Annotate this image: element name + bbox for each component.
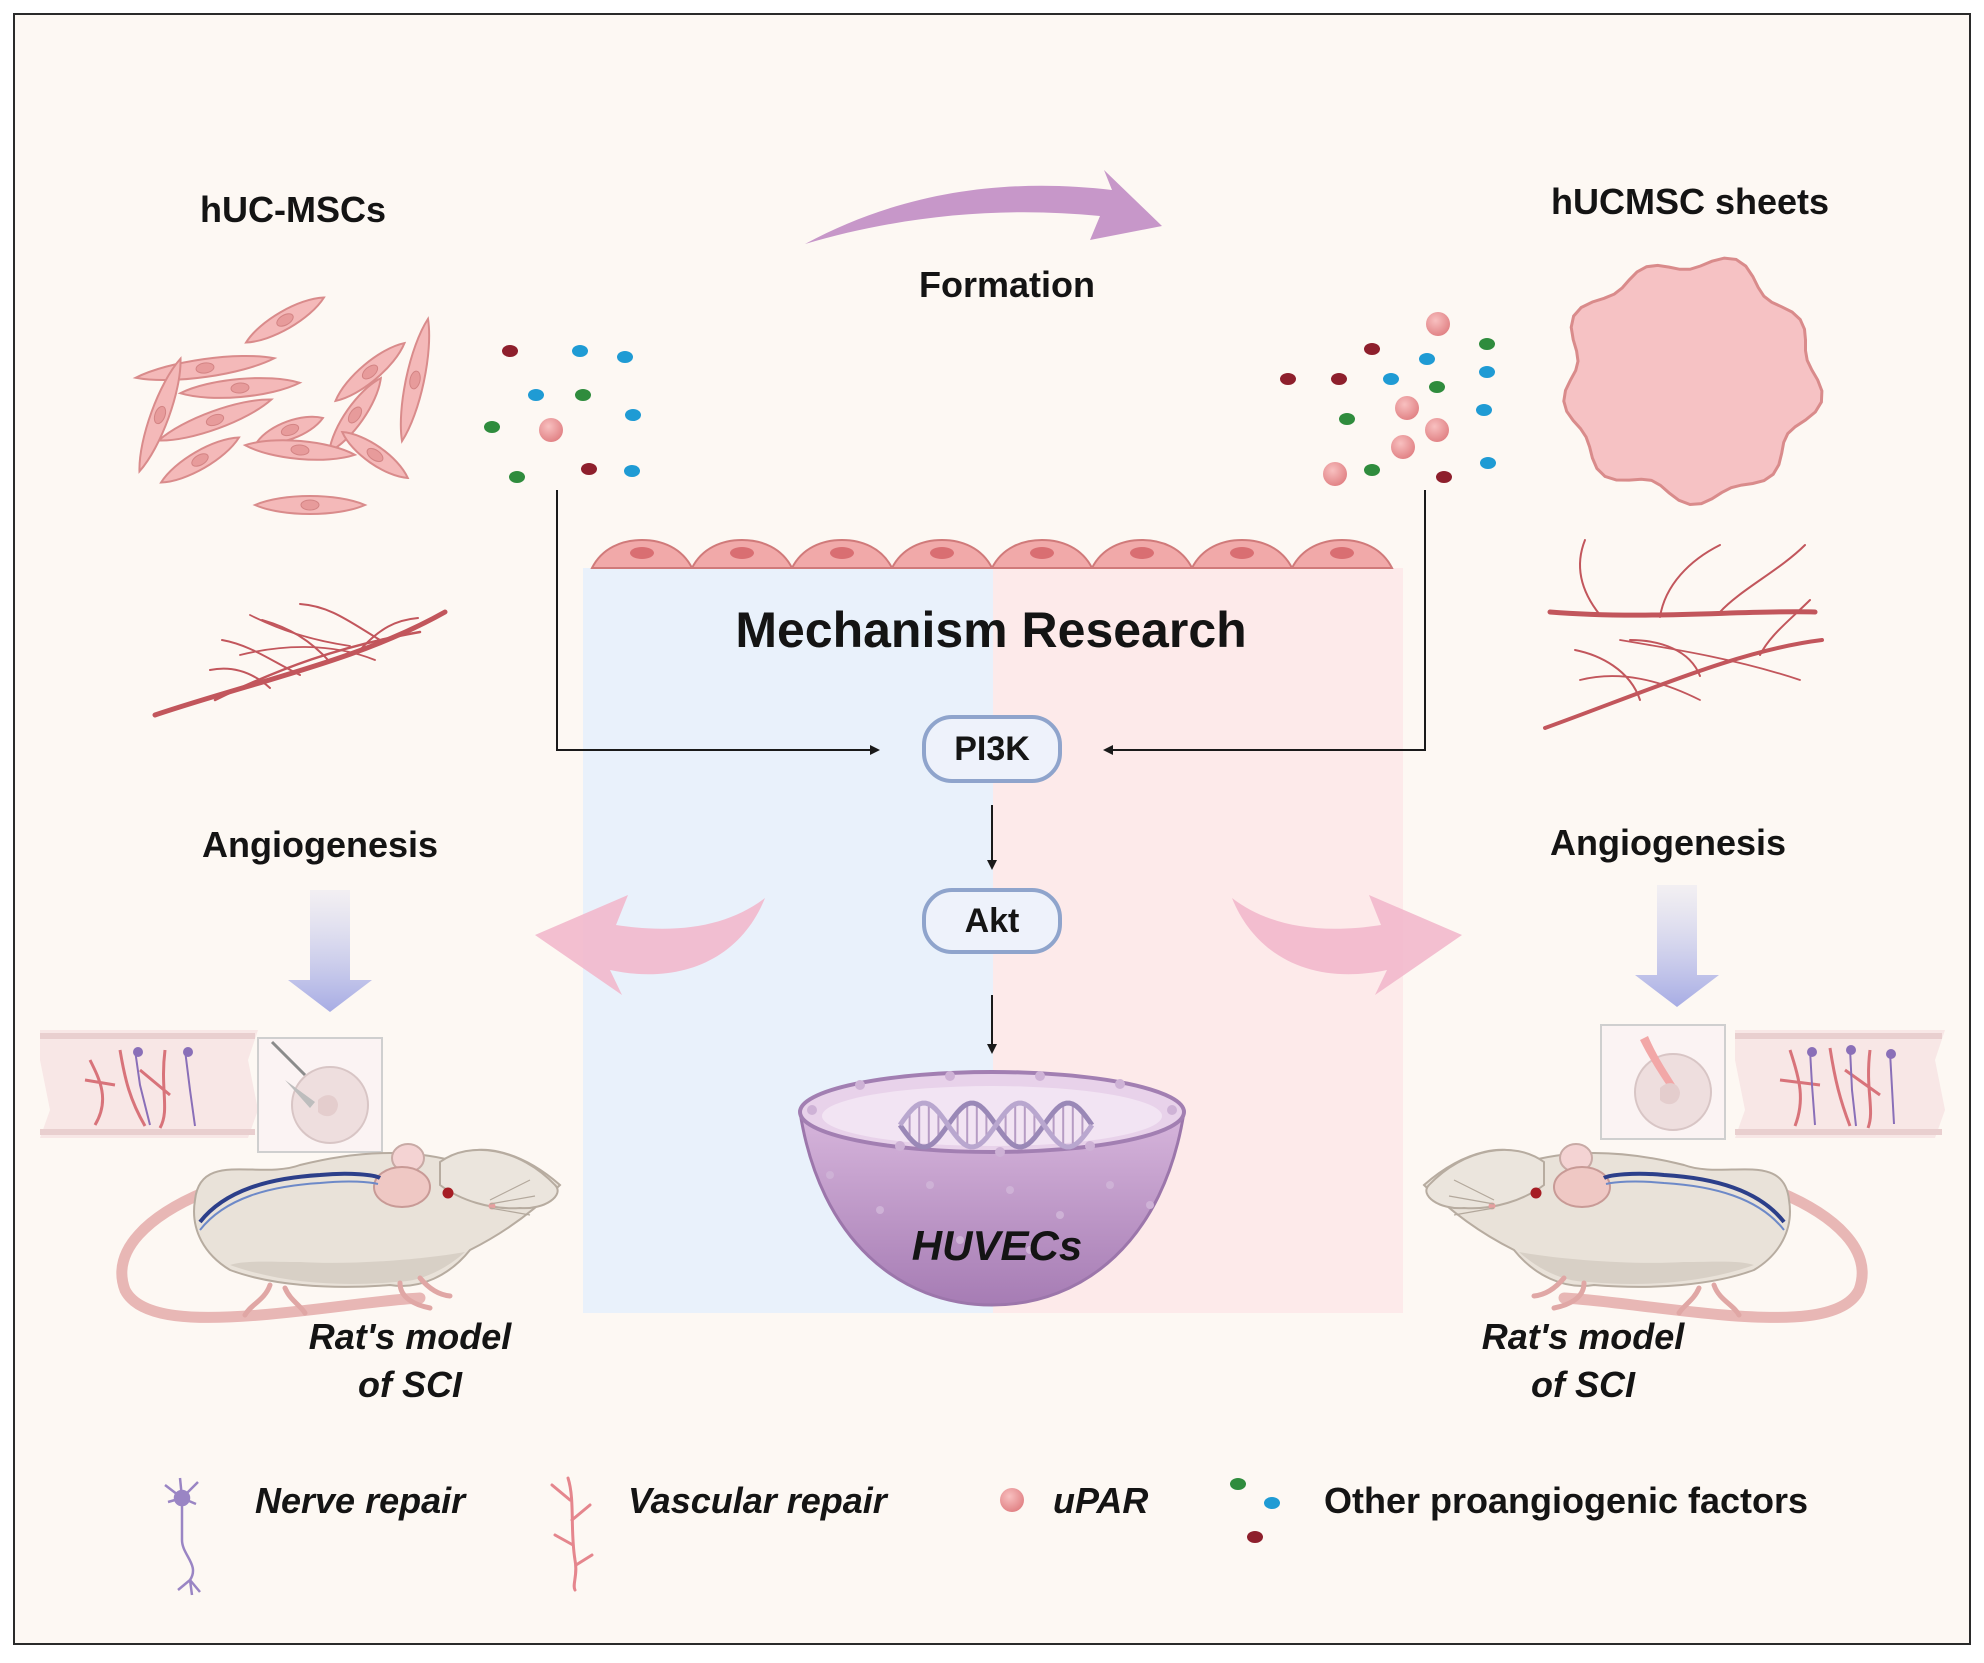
factor-particle (1476, 404, 1492, 416)
spinal-cord-inset-right (1600, 1024, 1726, 1140)
connector-left (556, 490, 880, 755)
msc-cell (255, 415, 325, 445)
endothelial-cell-row (590, 538, 1394, 569)
upar-particle (1426, 312, 1450, 336)
factor-particle (1436, 471, 1452, 483)
factor-particle (572, 345, 588, 357)
down-arrow-right (1635, 885, 1719, 1007)
secreted-factors-left (484, 345, 641, 483)
label-angiogenesis-left: Angiogenesis (201, 824, 439, 865)
label-huc-mscs: hUC-MSCs (200, 189, 386, 230)
factor-particle (1480, 457, 1496, 469)
msc-cell (138, 356, 182, 474)
endothelial-cell (1290, 538, 1394, 569)
factor-particle (1331, 373, 1347, 385)
msc-cell (252, 495, 368, 515)
endothelial-cell (690, 538, 794, 569)
factor-particle (509, 471, 525, 483)
factor-particle (1419, 353, 1435, 365)
factor-particle (484, 421, 500, 433)
msc-cell (159, 436, 241, 484)
upar-particle (1425, 418, 1449, 442)
factor-particle (1479, 338, 1495, 350)
factor-legend-blue (1264, 1497, 1280, 1509)
label-rat-model-right-line1: Rat's model (1481, 1316, 1685, 1357)
msc-cell (333, 341, 407, 403)
factor-particle (617, 351, 633, 363)
node-akt: Akt (922, 888, 1062, 954)
vessel-left (152, 603, 448, 718)
dna-icon (897, 1100, 1095, 1150)
msc-cell (156, 398, 274, 442)
msc-cell (399, 316, 431, 444)
cell-sheet-icon (1562, 256, 1824, 507)
vessel-icon (550, 1476, 594, 1592)
factor-particle (624, 465, 640, 477)
label-mechanism-research: Mechanism Research (735, 602, 1247, 658)
factor-particle (581, 463, 597, 475)
factor-particle (528, 389, 544, 401)
factor-particle (1339, 413, 1355, 425)
factor-particle (1364, 464, 1380, 476)
down-arrow-left (288, 890, 372, 1012)
huc-mscs-cells (132, 296, 431, 515)
spinal-cord-inset-left (257, 1037, 383, 1153)
endothelial-cell (1190, 538, 1294, 569)
label-rat-model-left-line2: of SCI (358, 1364, 462, 1405)
tissue-left (40, 1030, 258, 1138)
endothelial-cell (590, 538, 694, 569)
secreted-factors-right (1280, 312, 1496, 486)
label-formation: Formation (919, 264, 1095, 305)
factor-particle (625, 409, 641, 421)
endothelial-cell (790, 538, 894, 569)
factor-particle (1383, 373, 1399, 385)
curved-arrow-left (535, 895, 765, 995)
factor-particle (1429, 381, 1445, 393)
label-angiogenesis-right: Angiogenesis (1549, 822, 1787, 863)
tissue-right (1735, 1030, 1945, 1138)
msc-cell (177, 377, 303, 399)
endothelial-cell (1090, 538, 1194, 569)
vessel-right (1543, 539, 1824, 730)
legend-other-factors: Other proangiogenic factors (1324, 1480, 1809, 1521)
factor-legend-red (1247, 1531, 1263, 1543)
upar-legend-icon (1000, 1488, 1024, 1512)
msc-cell (242, 439, 358, 461)
connector-right (1103, 490, 1426, 755)
factor-particle (1364, 343, 1380, 355)
rat-icon-right (1422, 1143, 1868, 1323)
legend-upar: uPAR (1053, 1480, 1149, 1521)
rat-icon-left (116, 1143, 562, 1323)
upar-particle (539, 418, 563, 442)
factor-particle (575, 389, 591, 401)
factor-particle (1280, 373, 1296, 385)
legend-nerve-repair: Nerve repair (255, 1480, 466, 1521)
legend-vascular-repair: Vascular repair (628, 1480, 887, 1521)
label-hucmsc-sheets: hUCMSC sheets (1550, 181, 1830, 222)
curved-arrow-right (1232, 895, 1462, 995)
factor-particle (1479, 366, 1495, 378)
endothelial-cell (990, 538, 1094, 569)
endothelial-cell (890, 538, 994, 569)
upar-particle (1323, 462, 1347, 486)
node-pi3k: PI3K (922, 715, 1062, 783)
formation-arrow (805, 170, 1162, 244)
msc-cell (244, 296, 326, 344)
neuron-icon (164, 1477, 201, 1596)
label-rat-model-left-line1: Rat's model (308, 1316, 512, 1357)
label-huvecs: HUVECs (911, 1222, 1083, 1269)
upar-particle (1391, 435, 1415, 459)
msc-cell (340, 430, 410, 480)
label-rat-model-right-line2: of SCI (1531, 1364, 1635, 1405)
factor-particle (502, 345, 518, 357)
factor-legend-green (1230, 1478, 1246, 1490)
upar-particle (1395, 396, 1419, 420)
